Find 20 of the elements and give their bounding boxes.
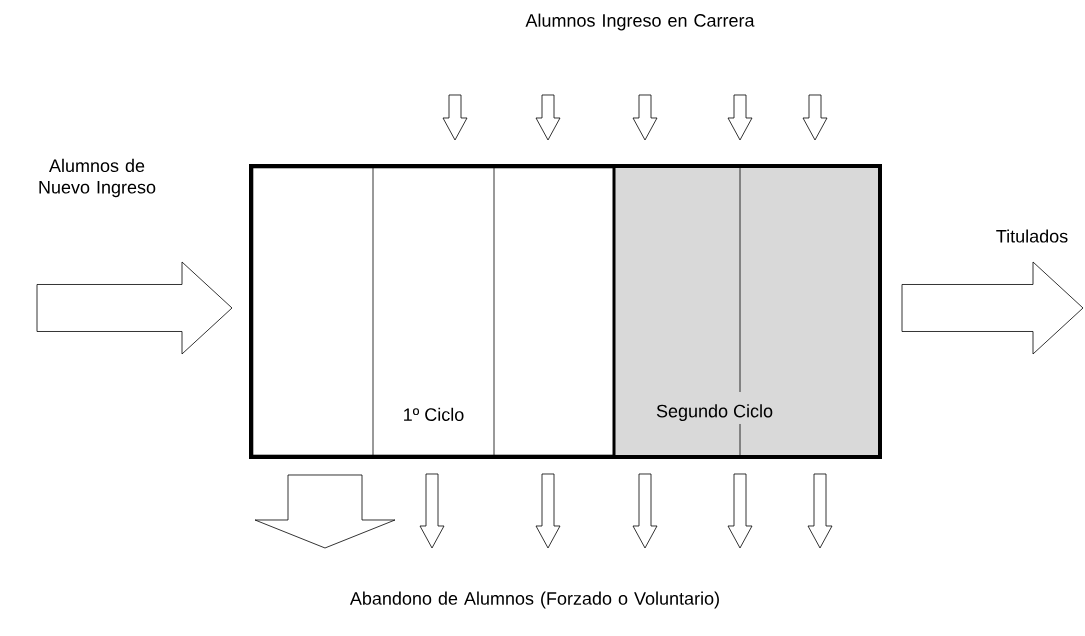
block-arrow	[727, 473, 753, 549]
cycle-section: Segundo Ciclo	[614, 168, 878, 455]
label-text: Alumnos Ingreso en Carrera	[525, 13, 755, 31]
block-arrow	[632, 473, 658, 549]
cycle-box	[249, 164, 882, 459]
block-arrow	[535, 473, 561, 549]
label-text: Abandono de Alumnos (Forzado o Voluntario)	[349, 591, 719, 609]
block-arrow	[727, 94, 753, 141]
label-text: Titulados	[996, 229, 1068, 243]
block-arrow	[535, 94, 561, 141]
block-arrow	[442, 94, 468, 141]
cycle-section: 1º Ciclo	[252, 167, 615, 456]
block-arrow	[419, 473, 445, 549]
block-arrow	[807, 473, 833, 549]
block-arrow	[901, 261, 1084, 355]
block-arrow	[632, 94, 658, 141]
block-arrow	[254, 474, 396, 549]
block-arrow	[802, 94, 828, 141]
label-text: Alumnos de Nuevo Ingreso	[39, 158, 156, 198]
block-arrow	[36, 261, 233, 355]
